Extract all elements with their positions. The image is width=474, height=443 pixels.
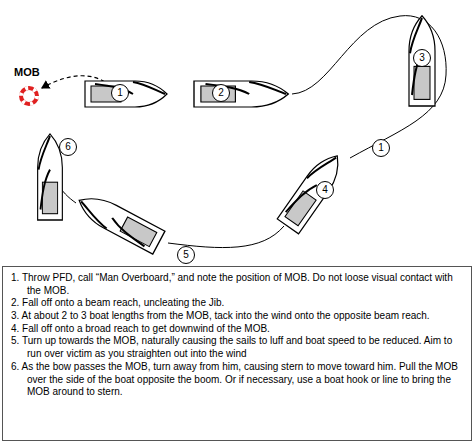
- instruction-step: 1. Throw PFD, call “Man Overboard,” and …: [11, 272, 463, 297]
- mob-label: MOB: [14, 66, 40, 78]
- callout-circle: 3: [413, 49, 431, 67]
- callout-number: 3: [419, 53, 425, 63]
- instruction-step: 6. As the bow passes the MOB, turn away …: [11, 361, 463, 399]
- instruction-step: 3. At about 2 to 3 boat lengths from the…: [11, 310, 463, 323]
- instruction-step: 2. Fall off onto a beam reach, uncleatin…: [11, 297, 463, 310]
- instruction-step: 4. Fall off onto a broad reach to get do…: [11, 323, 463, 336]
- callout-number: 6: [65, 142, 71, 152]
- callout-number: 4: [322, 185, 328, 195]
- instruction-box: 1. Throw PFD, call “Man Overboard,” and …: [2, 266, 472, 441]
- callout-circle: 4: [316, 181, 334, 199]
- callout-circle: 1: [372, 139, 390, 157]
- callout-number: 1: [378, 143, 384, 153]
- callout-circle: 2: [212, 84, 230, 102]
- callout-circle: 5: [177, 246, 195, 264]
- callout-number: 2: [218, 88, 224, 98]
- callout-circle: 6: [59, 138, 77, 156]
- instruction-step: 5. Turn up towards the MOB, naturally ca…: [11, 335, 463, 360]
- callout-number: 1: [117, 88, 123, 98]
- callout-circle: 1: [111, 84, 129, 102]
- callout-number: 5: [183, 250, 189, 260]
